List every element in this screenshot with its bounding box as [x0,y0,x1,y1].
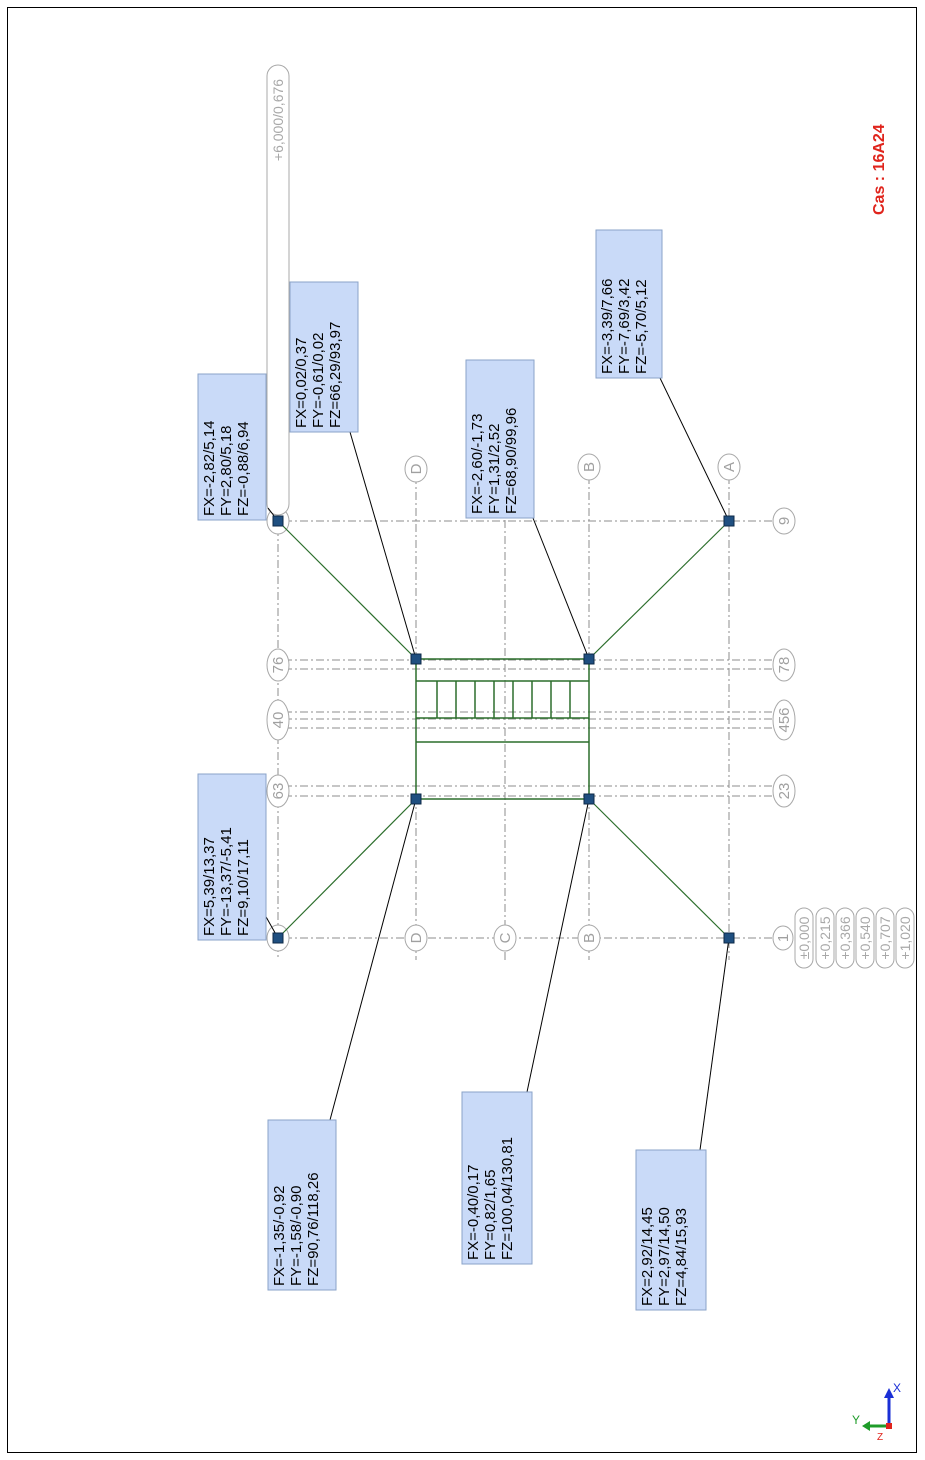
reaction-fx: FX=-3,39/7,66 [599,279,616,374]
axis-triad-icon: X Y Z [852,1381,901,1443]
grid-lines [268,80,785,960]
reaction-fy: FY=-13,37/-5,41 [218,827,235,936]
elevation-tag: +1,020 [895,907,915,969]
elevation-tag-top: +6,000/0,676 [266,64,290,516]
reaction-fz: FZ=90,76/118,26 [305,1172,322,1286]
elevation-tag: +0,707 [875,907,895,969]
reaction-fz: FZ=-0,88/6,94 [235,421,252,516]
svg-text:+1,020: +1,020 [897,916,913,959]
grid-label: 63 [270,783,287,800]
reaction-fx: FX=-1,35/-0,92 [271,1186,288,1286]
support-node [723,932,735,944]
support-node [583,793,595,805]
reaction-fx: FX=-0,40/0,17 [465,1165,482,1260]
reaction-fz: FZ=9,10/17,11 [235,839,252,936]
reaction-fz: FZ=4,84/15,93 [673,1208,690,1306]
svg-text:+0,366: +0,366 [837,916,853,959]
reaction-fz: FZ=66,29/93,97 [327,322,344,428]
grid-bubble-D-right: D [404,455,428,483]
grid-label: 40 [270,712,287,729]
reaction-label-1: FX=2,92/14,45 FY=2,97/14,50 FZ=4,84/15,9… [635,1149,707,1311]
reaction-fx: FX=2,92/14,45 [639,1207,656,1306]
grid-label: 1 [775,934,792,942]
grid-bubble-1: 1 [772,925,794,951]
reaction-label-7: FX=-2,60/-1,73 FY=1,31/2,52 FZ=68,90/99,… [465,359,535,519]
reaction-fz: FZ=-5,70/5,12 [633,279,650,374]
svg-text:+0,540: +0,540 [857,916,873,959]
grid-bubble-D-left: D [404,924,428,952]
reaction-fy: FY=0,82/1,65 [482,1170,499,1260]
grid-label: B [581,462,598,472]
grid-label: 23 [776,783,793,800]
reaction-fx: FX=0,02/0,37 [293,338,310,428]
grid-label: A [721,462,738,472]
reaction-fy: FY=1,31/2,52 [486,424,503,514]
grid-bubble-78: 78 [772,648,796,682]
reaction-fx: FX=-2,82/5,14 [201,421,218,516]
members [277,520,730,939]
grid-bubble-76: 76 [266,648,290,682]
grid-bubble-456: 456 [772,699,796,741]
grid-bubble-23: 23 [772,774,796,808]
grid-label: 78 [776,657,793,674]
support-node [410,793,422,805]
elevation-tag: +0,366 [835,907,855,969]
support-nodes [272,515,735,944]
reaction-fy: FY=2,97/14,50 [656,1207,673,1306]
elevation-tag: ±0,000 [794,907,814,969]
support-node [583,653,595,665]
reaction-fy: FY=-7,69/3,42 [616,279,633,374]
load-case-label: Cas : 16A24 [871,124,888,215]
grid-bubble-40: 40 [266,699,290,741]
grid-label: 9 [776,517,793,525]
reaction-label-5: FX=-2,82/5,14 FY=2,80/5,18 FZ=-0,88/6,94 [197,373,267,521]
elevation-tag: +0,215 [815,907,835,969]
support-node [723,515,735,527]
reaction-fx: FX=-2,60/-1,73 [469,414,486,514]
axis-x-label: X [893,1381,901,1395]
svg-text:+0,215: +0,215 [817,916,833,959]
svg-text:+6,000/0,676: +6,000/0,676 [270,79,286,161]
grid-label: B [581,933,598,943]
grid-label: D [408,932,425,943]
svg-text:±0,000: ±0,000 [796,916,812,959]
grid-bubble-9: 9 [772,507,796,535]
axis-z-label: Z [877,1432,883,1443]
support-node [272,932,284,944]
grid-label: 456 [776,707,793,732]
grid-bubble-C-left: C [493,924,517,952]
reaction-fy: FY=-0,61/0,02 [310,333,327,428]
reaction-fz: FZ=68,90/99,96 [503,408,520,514]
reaction-fz: FZ=100,04/130,81 [499,1137,516,1260]
reaction-label-4: FX=5,39/13,37 FY=-13,37/-5,41 FZ=9,10/17… [197,773,267,941]
leader-lines [264,377,730,1151]
support-node [410,653,422,665]
grid-label: D [408,463,425,474]
grid-bubble-63: 63 [266,774,290,808]
grid-bubbles: D C B D B A 1 23 [266,453,796,952]
stair-slab [415,658,590,800]
grid-bubble-B-right: B [577,453,601,481]
elevation-stack-top: +6,000/0,676 [266,64,290,516]
reaction-label-2: FX=-0,40/0,17 FY=0,82/1,65 FZ=100,04/130… [461,1091,533,1265]
reaction-fx: FX=5,39/13,37 [201,837,218,936]
elevation-stack-bottom: ±0,000 +0,215 +0,366 +0,540 +0,707 +1,02… [794,907,915,969]
case-text: Cas : 16A24 [871,124,888,215]
support-node [272,515,284,527]
grid-bubble-A: A [717,453,741,481]
reaction-label-6: FX=0,02/0,37 FY=-0,61/0,02 FZ=66,29/93,9… [289,281,359,433]
svg-text:+0,707: +0,707 [877,916,893,959]
grid-label: C [497,932,514,943]
reaction-label-8: FX=-3,39/7,66 FY=-7,69/3,42 FZ=-5,70/5,1… [595,229,663,379]
reaction-fy: FY=2,80/5,18 [218,426,235,516]
grid-label: 76 [270,657,287,674]
axis-y-label: Y [852,1413,860,1427]
reaction-fy: FY=-1,58/-0,90 [288,1186,305,1286]
reaction-label-3: FX=-1,35/-0,92 FY=-1,58/-0,90 FZ=90,76/1… [267,1119,337,1291]
grid-bubble-B-left: B [577,924,601,952]
elevation-tag: +0,540 [855,907,875,969]
